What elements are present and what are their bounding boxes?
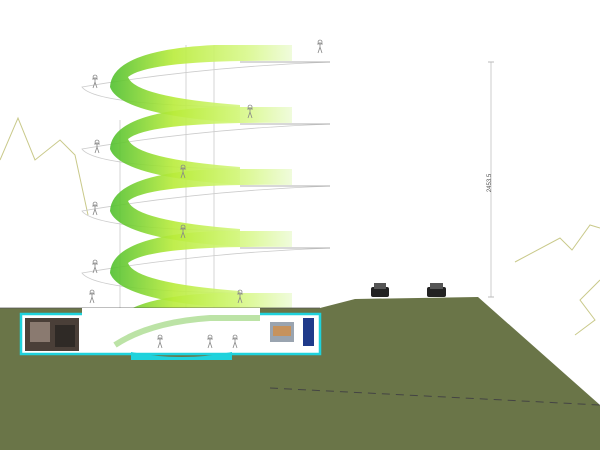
height-dimension [488,61,494,298]
people-figures [89,39,323,349]
person-figure [180,224,186,239]
person-figure [92,74,98,89]
person-figure [180,164,186,179]
person-figure [247,104,253,119]
person-figure [237,289,243,304]
person-figure [89,289,95,304]
ramp-ribbon [110,169,292,247]
person-figure [94,139,100,154]
ramp-ribbon [110,45,292,123]
person-figure [157,334,163,349]
ramp-ribbon [110,107,292,185]
basement [19,308,322,360]
left-mountain-line [0,116,89,216]
right-mountain-line [514,224,600,263]
right-mountain-line-lower [574,279,600,336]
height-dimension-label: 2453.5 [487,173,494,193]
car-icon [427,283,446,297]
car-icon [371,283,389,297]
person-figure [317,39,323,54]
exhibit-panel [303,318,314,346]
person-figure [92,201,98,216]
ramp-ribbon [110,231,292,309]
person-figure [92,259,98,274]
person-figure [232,334,238,349]
person-figure [207,334,213,349]
